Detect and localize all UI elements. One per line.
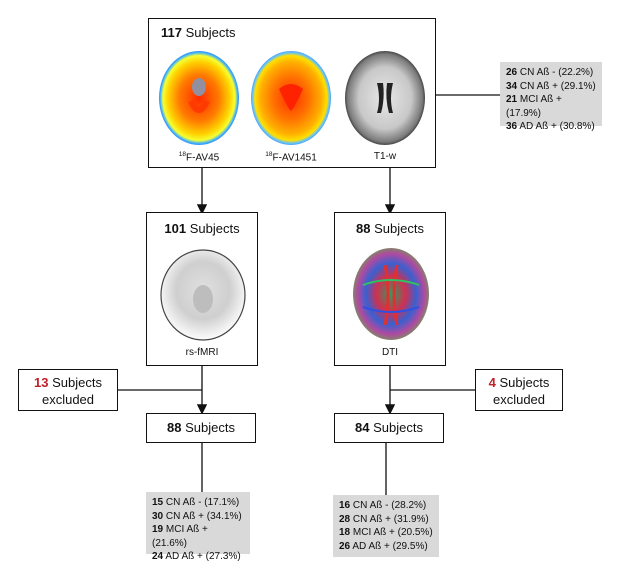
top-title: 117 Subjects	[161, 25, 235, 40]
caption-av45: 18F-AV45	[178, 151, 220, 164]
top-subjects-box: 117 Subjects	[148, 18, 436, 168]
left-excluded-count: 13	[34, 375, 49, 390]
caption-t1w: T1-w	[373, 151, 397, 162]
right-excluded-count: 4	[488, 375, 496, 390]
group-row: 24 AD Aß + (27.3%)	[152, 551, 241, 562]
top-count: 117	[161, 25, 182, 40]
dti-tractography-image	[353, 248, 429, 340]
top-label: Subjects	[181, 25, 236, 40]
av1451-pet-brain-image	[251, 51, 331, 145]
left-final-box: 88 Subjects	[146, 413, 256, 443]
group-row: 21 MCI Aß + (17.9%)	[506, 94, 562, 119]
group-row: 18 MCI Aß + (20.5%)	[339, 527, 433, 538]
group-row: 30 CN Aß + (34.1%)	[152, 510, 242, 522]
group-row: 19 MCI Aß + (21.6%)	[152, 524, 208, 549]
group-row: 26 AD Aß + (29.5%)	[339, 540, 428, 552]
group-row: 28 CN Aß + (31.9%)	[339, 513, 429, 525]
group-row: 36 AD Aß + (30.8%)	[506, 121, 595, 132]
caption-fmri: rs-fMRI	[185, 347, 219, 358]
right-group-stats: 16 CN Aß - (28.2%) 28 CN Aß + (31.9%) 18…	[333, 495, 439, 557]
fmri-brain-image	[160, 249, 246, 341]
fmri-title: 101 Subjects	[164, 221, 240, 236]
dti-subjects-box: 88 Subjects DTI	[334, 212, 446, 366]
group-row: 16 CN Aß - (28.2%)	[339, 500, 427, 511]
left-excluded-box: 13 Subjects excluded	[18, 369, 118, 411]
top-group-stats: 26 CN Aß - (22.2%) 34 CN Aß + (29.1%) 21…	[500, 62, 602, 132]
right-final-box: 84 Subjects	[334, 413, 444, 443]
left-group-stats: 15 CN Aß - (17.1%) 30 CN Aß + (34.1%) 19…	[146, 492, 250, 562]
av45-pet-brain-image	[159, 51, 239, 145]
group-row: 26 CN Aß - (22.2%)	[506, 67, 594, 78]
group-row: 34 CN Aß + (29.1%)	[506, 80, 596, 92]
fmri-subjects-box: 101 Subjects rs-fMRI	[146, 212, 258, 366]
group-row: 15 CN Aß - (17.1%)	[152, 497, 240, 508]
t1w-mri-brain-image	[345, 51, 425, 145]
dti-title: 88 Subjects	[356, 221, 424, 236]
caption-dti: DTI	[381, 347, 399, 358]
right-excluded-box: 4 Subjects excluded	[475, 369, 563, 411]
caption-av1451: 18F-AV1451	[265, 151, 317, 164]
